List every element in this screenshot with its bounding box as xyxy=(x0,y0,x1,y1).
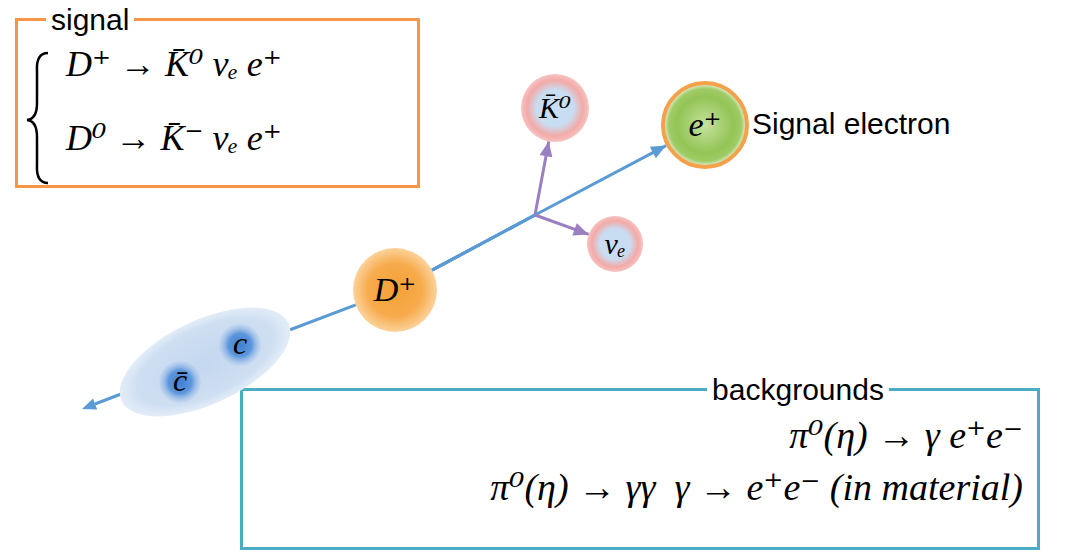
curly-brace xyxy=(22,21,62,191)
particle-track xyxy=(432,141,552,270)
track-segment xyxy=(535,215,589,234)
box-heading: signal xyxy=(51,2,129,38)
text-holder: D⁺ → K̄⁰ νₑ e⁺ xyxy=(66,43,282,86)
text-holder: Signal electron xyxy=(752,106,950,142)
quark-blob xyxy=(159,361,201,403)
quark-blob xyxy=(219,324,261,366)
particle-label: e⁺ xyxy=(688,105,721,146)
arrowhead xyxy=(540,141,553,157)
backgrounds-box: backgroundsπ⁰(η) → γ e⁺e⁻π⁰(η) → γγ γ → … xyxy=(240,388,1040,550)
electron-particle: e⁺ xyxy=(661,81,749,169)
text-holder: c xyxy=(233,324,247,362)
text-holder: c̄ xyxy=(173,361,187,399)
ellipse-shape xyxy=(117,306,293,418)
particle-track xyxy=(432,215,589,270)
quark-label: c xyxy=(233,324,247,362)
text-holder: π⁰(η) → γγ γ → e⁺e⁻ (in material) xyxy=(490,465,1023,511)
meson-particle: D⁺ xyxy=(353,248,437,332)
quark-pair-ellipse: c̄ c xyxy=(117,306,293,418)
decay-equation: π⁰(η) → γγ γ → e⁺e⁻ (in material) xyxy=(490,465,1023,511)
ellipse-outline xyxy=(104,285,306,439)
text-holder: signal xyxy=(46,2,134,38)
text-holder: backgrounds xyxy=(707,372,889,408)
particle-track xyxy=(290,305,356,330)
track-segment xyxy=(290,305,356,330)
arrowhead xyxy=(82,398,97,409)
text-holder: π⁰(η) → γ e⁺e⁻ xyxy=(789,413,1023,459)
signal-box: signalD⁺ → K̄⁰ νₑ e⁺D⁰ → K̄⁻ νₑ e⁺ xyxy=(15,18,420,188)
track-segment xyxy=(432,215,535,270)
particle-label: D⁺ xyxy=(374,270,417,311)
text-holder: D⁰ → K̄⁻ νₑ e⁺ xyxy=(66,117,282,160)
arrowhead xyxy=(650,146,666,159)
neutrino-particle: νₑ xyxy=(587,216,643,272)
arrowhead xyxy=(572,223,588,235)
track-segment xyxy=(432,215,535,270)
kaon-particle: K̄⁰ xyxy=(521,74,589,142)
particle-label: νₑ xyxy=(604,226,625,262)
track-segment xyxy=(535,146,666,215)
decay-equation: D⁺ → K̄⁰ νₑ e⁺ xyxy=(66,43,282,86)
callout-label: Signal electron xyxy=(752,106,950,142)
decay-equation: π⁰(η) → γ e⁺e⁻ xyxy=(789,413,1023,459)
particle-label: K̄⁰ xyxy=(539,90,571,126)
decay-equation: D⁰ → K̄⁻ νₑ e⁺ xyxy=(66,117,282,160)
box-heading: backgrounds xyxy=(712,372,884,408)
track-segment xyxy=(432,215,535,270)
brace-path xyxy=(27,53,48,183)
quark-label: c̄ xyxy=(173,361,187,399)
